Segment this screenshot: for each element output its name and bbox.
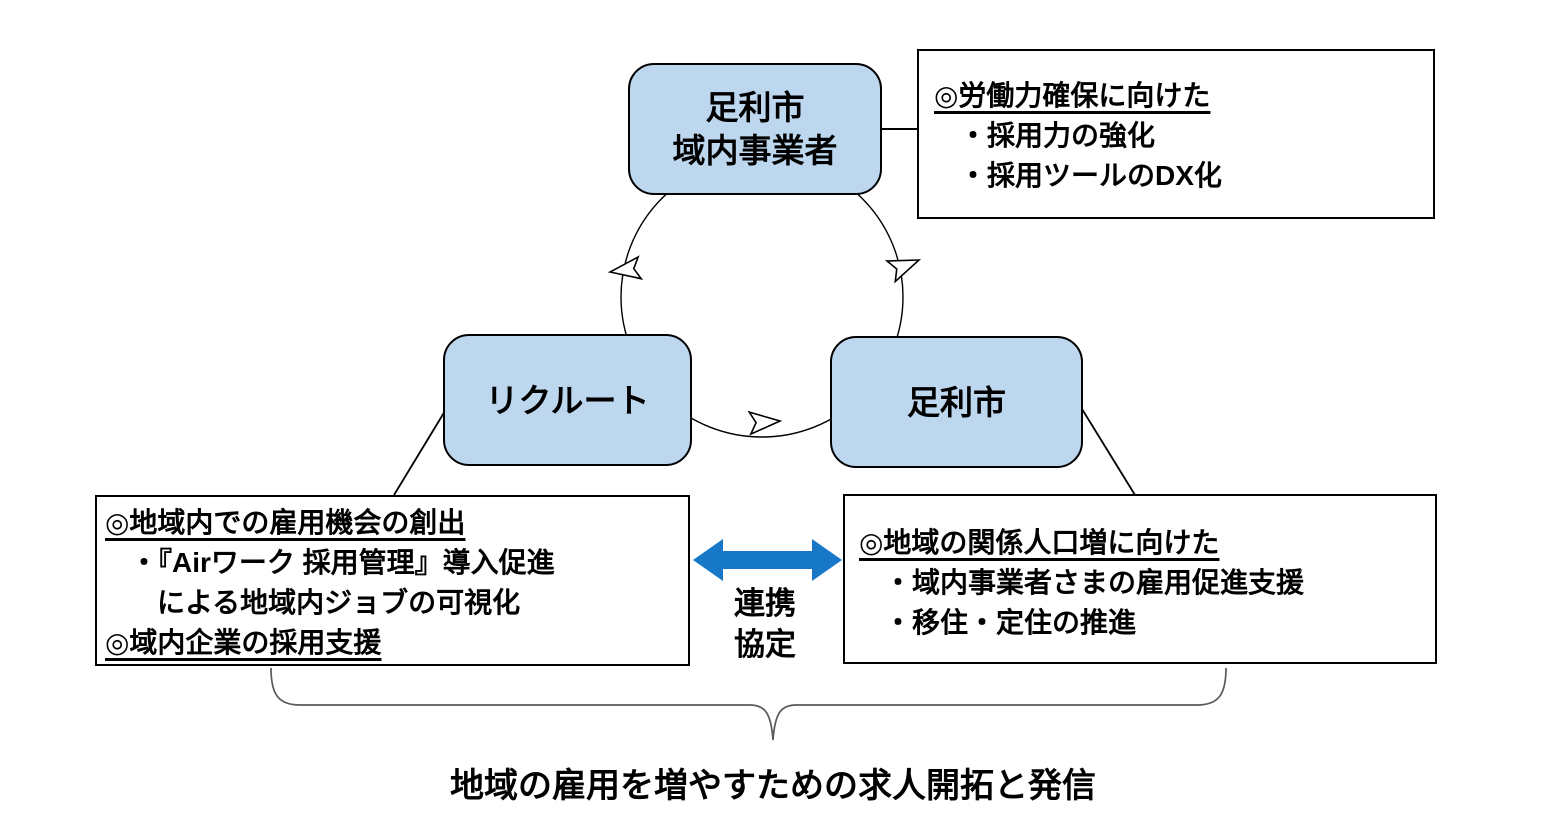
footer-title: 地域の雇用を増やすための求人開拓と発信 — [450, 767, 1096, 805]
cycle-arrowhead-left-icon — [607, 255, 644, 280]
cycle-arrowhead-bottom-icon — [747, 410, 783, 436]
callout-labor-needs: ◎労働力確保に向けた ・採用力の強化 ・採用ツールのDX化 — [917, 49, 1435, 219]
node-recruit: リクルート — [443, 334, 692, 466]
callout-recruit-item-line2: による地域内ジョブの可視化 — [157, 587, 521, 618]
callout-city-role: ◎地域の関係人口増に向けた ・域内事業者さまの雇用促進支援 ・移住・定住の推進 — [843, 494, 1437, 664]
under-brace-icon — [270, 667, 1227, 741]
callout-labor-heading: ◎労働力確保に向けた — [934, 80, 1211, 111]
partnership-label: 連携 協定 — [703, 583, 827, 665]
node-local-businesses-label-line1: 足利市 — [705, 89, 805, 126]
callout-recruit-heading2: ◎域内企業の採用支援 — [105, 627, 382, 658]
connector-city-to-callout — [1081, 408, 1136, 496]
partnership-label-line1: 連携 — [734, 586, 796, 621]
connector-recruit-to-callout — [393, 410, 446, 496]
node-recruit-label: リクルート — [485, 381, 650, 419]
partnership-double-arrow-icon — [693, 539, 842, 581]
node-city-label: 足利市 — [907, 383, 1006, 421]
callout-labor-item: ・採用ツールのDX化 — [959, 160, 1222, 191]
callout-recruit-heading1: ◎地域内での雇用機会の創出 — [105, 507, 466, 538]
callout-city-item: ・移住・定住の推進 — [884, 607, 1137, 638]
node-local-businesses: 足利市 域内事業者 — [628, 63, 882, 195]
node-city: 足利市 — [830, 336, 1083, 468]
cycle-arrowhead-right-icon — [884, 259, 922, 284]
callout-recruit-role: ◎地域内での雇用機会の創出 ・『Airワーク 採用管理』導入促進 による地域内ジ… — [95, 495, 690, 666]
callout-recruit-item-line1: ・『Airワーク 採用管理』導入促進 — [130, 547, 555, 578]
partnership-label-line2: 協定 — [734, 627, 796, 662]
callout-labor-item: ・採用力の強化 — [959, 120, 1156, 151]
callout-city-heading: ◎地域の関係人口増に向けた — [859, 527, 1220, 558]
node-local-businesses-label-line2: 域内事業者 — [672, 132, 838, 169]
callout-city-item: ・域内事業者さまの雇用促進支援 — [884, 567, 1305, 598]
